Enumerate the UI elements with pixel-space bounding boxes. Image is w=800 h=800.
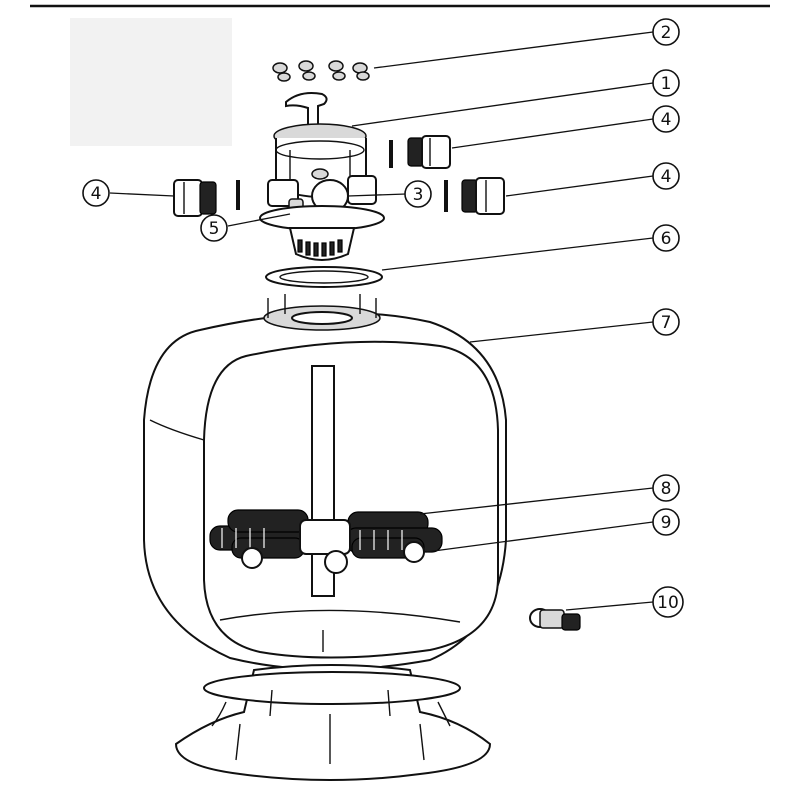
multiport-valve <box>259 92 385 261</box>
union-right-lower <box>444 177 505 215</box>
watermark-patch <box>70 18 232 146</box>
callout-10-label: 10 <box>657 593 679 613</box>
callout-4-upper: 4 <box>652 105 680 133</box>
callout-6: 6 <box>652 224 680 252</box>
callout-4-right-label: 4 <box>661 167 672 187</box>
tank-base <box>174 664 492 781</box>
callout-8: 8 <box>652 474 680 502</box>
screws <box>272 60 370 82</box>
callout-2: 2 <box>652 18 680 46</box>
union-left <box>173 179 240 217</box>
callout-7-label: 7 <box>661 313 672 333</box>
callout-1-label: 1 <box>661 74 672 94</box>
callout-8-label: 8 <box>661 479 672 499</box>
callout-1: 1 <box>652 69 680 97</box>
callout-3-label: 3 <box>413 185 424 205</box>
union-right-upper <box>389 135 451 169</box>
callout-5: 5 <box>200 214 228 242</box>
callout-7: 7 <box>652 308 680 336</box>
filter-tank <box>143 294 507 671</box>
callout-4-left-label: 4 <box>91 184 102 204</box>
callout-4-left: 4 <box>82 179 110 207</box>
gasket <box>265 266 383 288</box>
laterals <box>209 509 443 574</box>
callout-4-upper-label: 4 <box>661 110 672 130</box>
callout-3: 3 <box>404 180 432 208</box>
callout-4-right: 4 <box>652 162 680 190</box>
callout-2-label: 2 <box>661 23 672 43</box>
callout-10: 10 <box>652 586 684 618</box>
callout-5-label: 5 <box>209 219 220 239</box>
leader-lines <box>109 31 654 611</box>
callout-9-label: 9 <box>661 513 672 533</box>
callout-9: 9 <box>652 508 680 536</box>
callout-6-label: 6 <box>661 229 672 249</box>
drain-plug <box>529 608 581 631</box>
